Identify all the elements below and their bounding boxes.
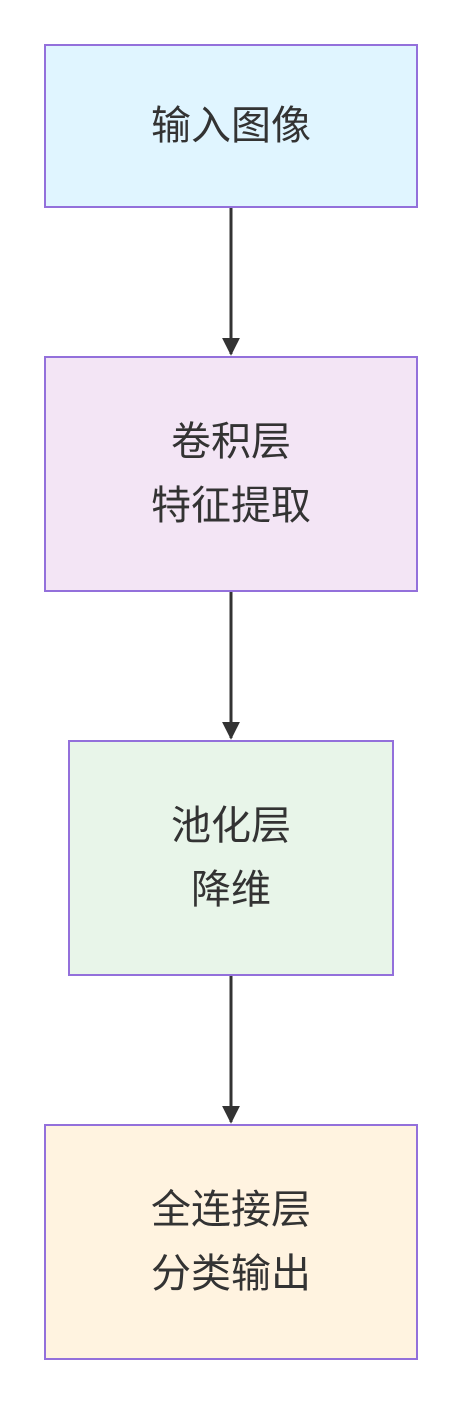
node-conv-layer-label-1: 卷积层 bbox=[171, 419, 291, 465]
node-conv-layer-label-2: 特征提取 bbox=[151, 483, 311, 529]
node-fc-layer-label-1: 全连接层 bbox=[151, 1187, 311, 1233]
node-input-image: 输入图像 bbox=[44, 44, 418, 208]
node-pool-layer-label-2: 降维 bbox=[191, 867, 271, 913]
node-conv-layer: 卷积层 特征提取 bbox=[44, 356, 418, 592]
node-pool-layer: 池化层 降维 bbox=[68, 740, 394, 976]
node-fc-layer-label-2: 分类输出 bbox=[151, 1251, 311, 1297]
node-pool-layer-label-1: 池化层 bbox=[171, 803, 291, 849]
node-fc-layer: 全连接层 分类输出 bbox=[44, 1124, 418, 1360]
node-input-image-label: 输入图像 bbox=[151, 103, 311, 149]
